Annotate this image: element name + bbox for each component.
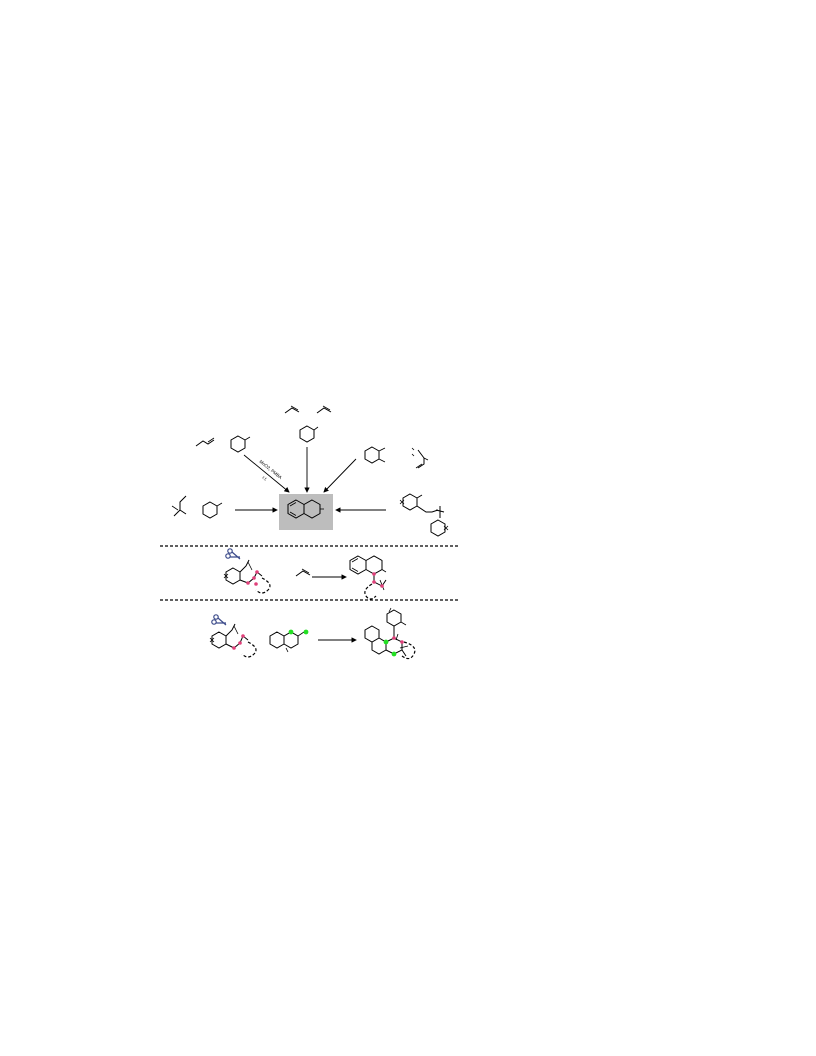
scissors-icon (225, 548, 241, 560)
middle-substrate (223, 559, 271, 594)
middle-alkene (295, 568, 311, 577)
bottom-substrate (209, 623, 257, 658)
scissors-icon-2 (211, 614, 227, 626)
bottom-quinoline (269, 629, 309, 653)
right-diaryl (399, 493, 449, 537)
bottom-product (364, 607, 416, 660)
left-top-arene (230, 435, 251, 453)
middle-product (349, 555, 387, 600)
top-alkene-right (316, 405, 332, 414)
reagent-sub-label: r.t. (261, 475, 268, 482)
target-tetralin (287, 499, 324, 519)
left-alkene (171, 495, 187, 517)
right-top-allyl-ester (411, 447, 429, 469)
arrow-top-left (243, 454, 290, 493)
right-top-arene (364, 446, 386, 464)
left-top-alkene (195, 437, 215, 447)
top-arene (299, 425, 319, 443)
top-alkene-left (284, 405, 300, 414)
arrow-top-right (323, 458, 357, 493)
left-arene (202, 501, 223, 519)
target-box (279, 494, 333, 530)
